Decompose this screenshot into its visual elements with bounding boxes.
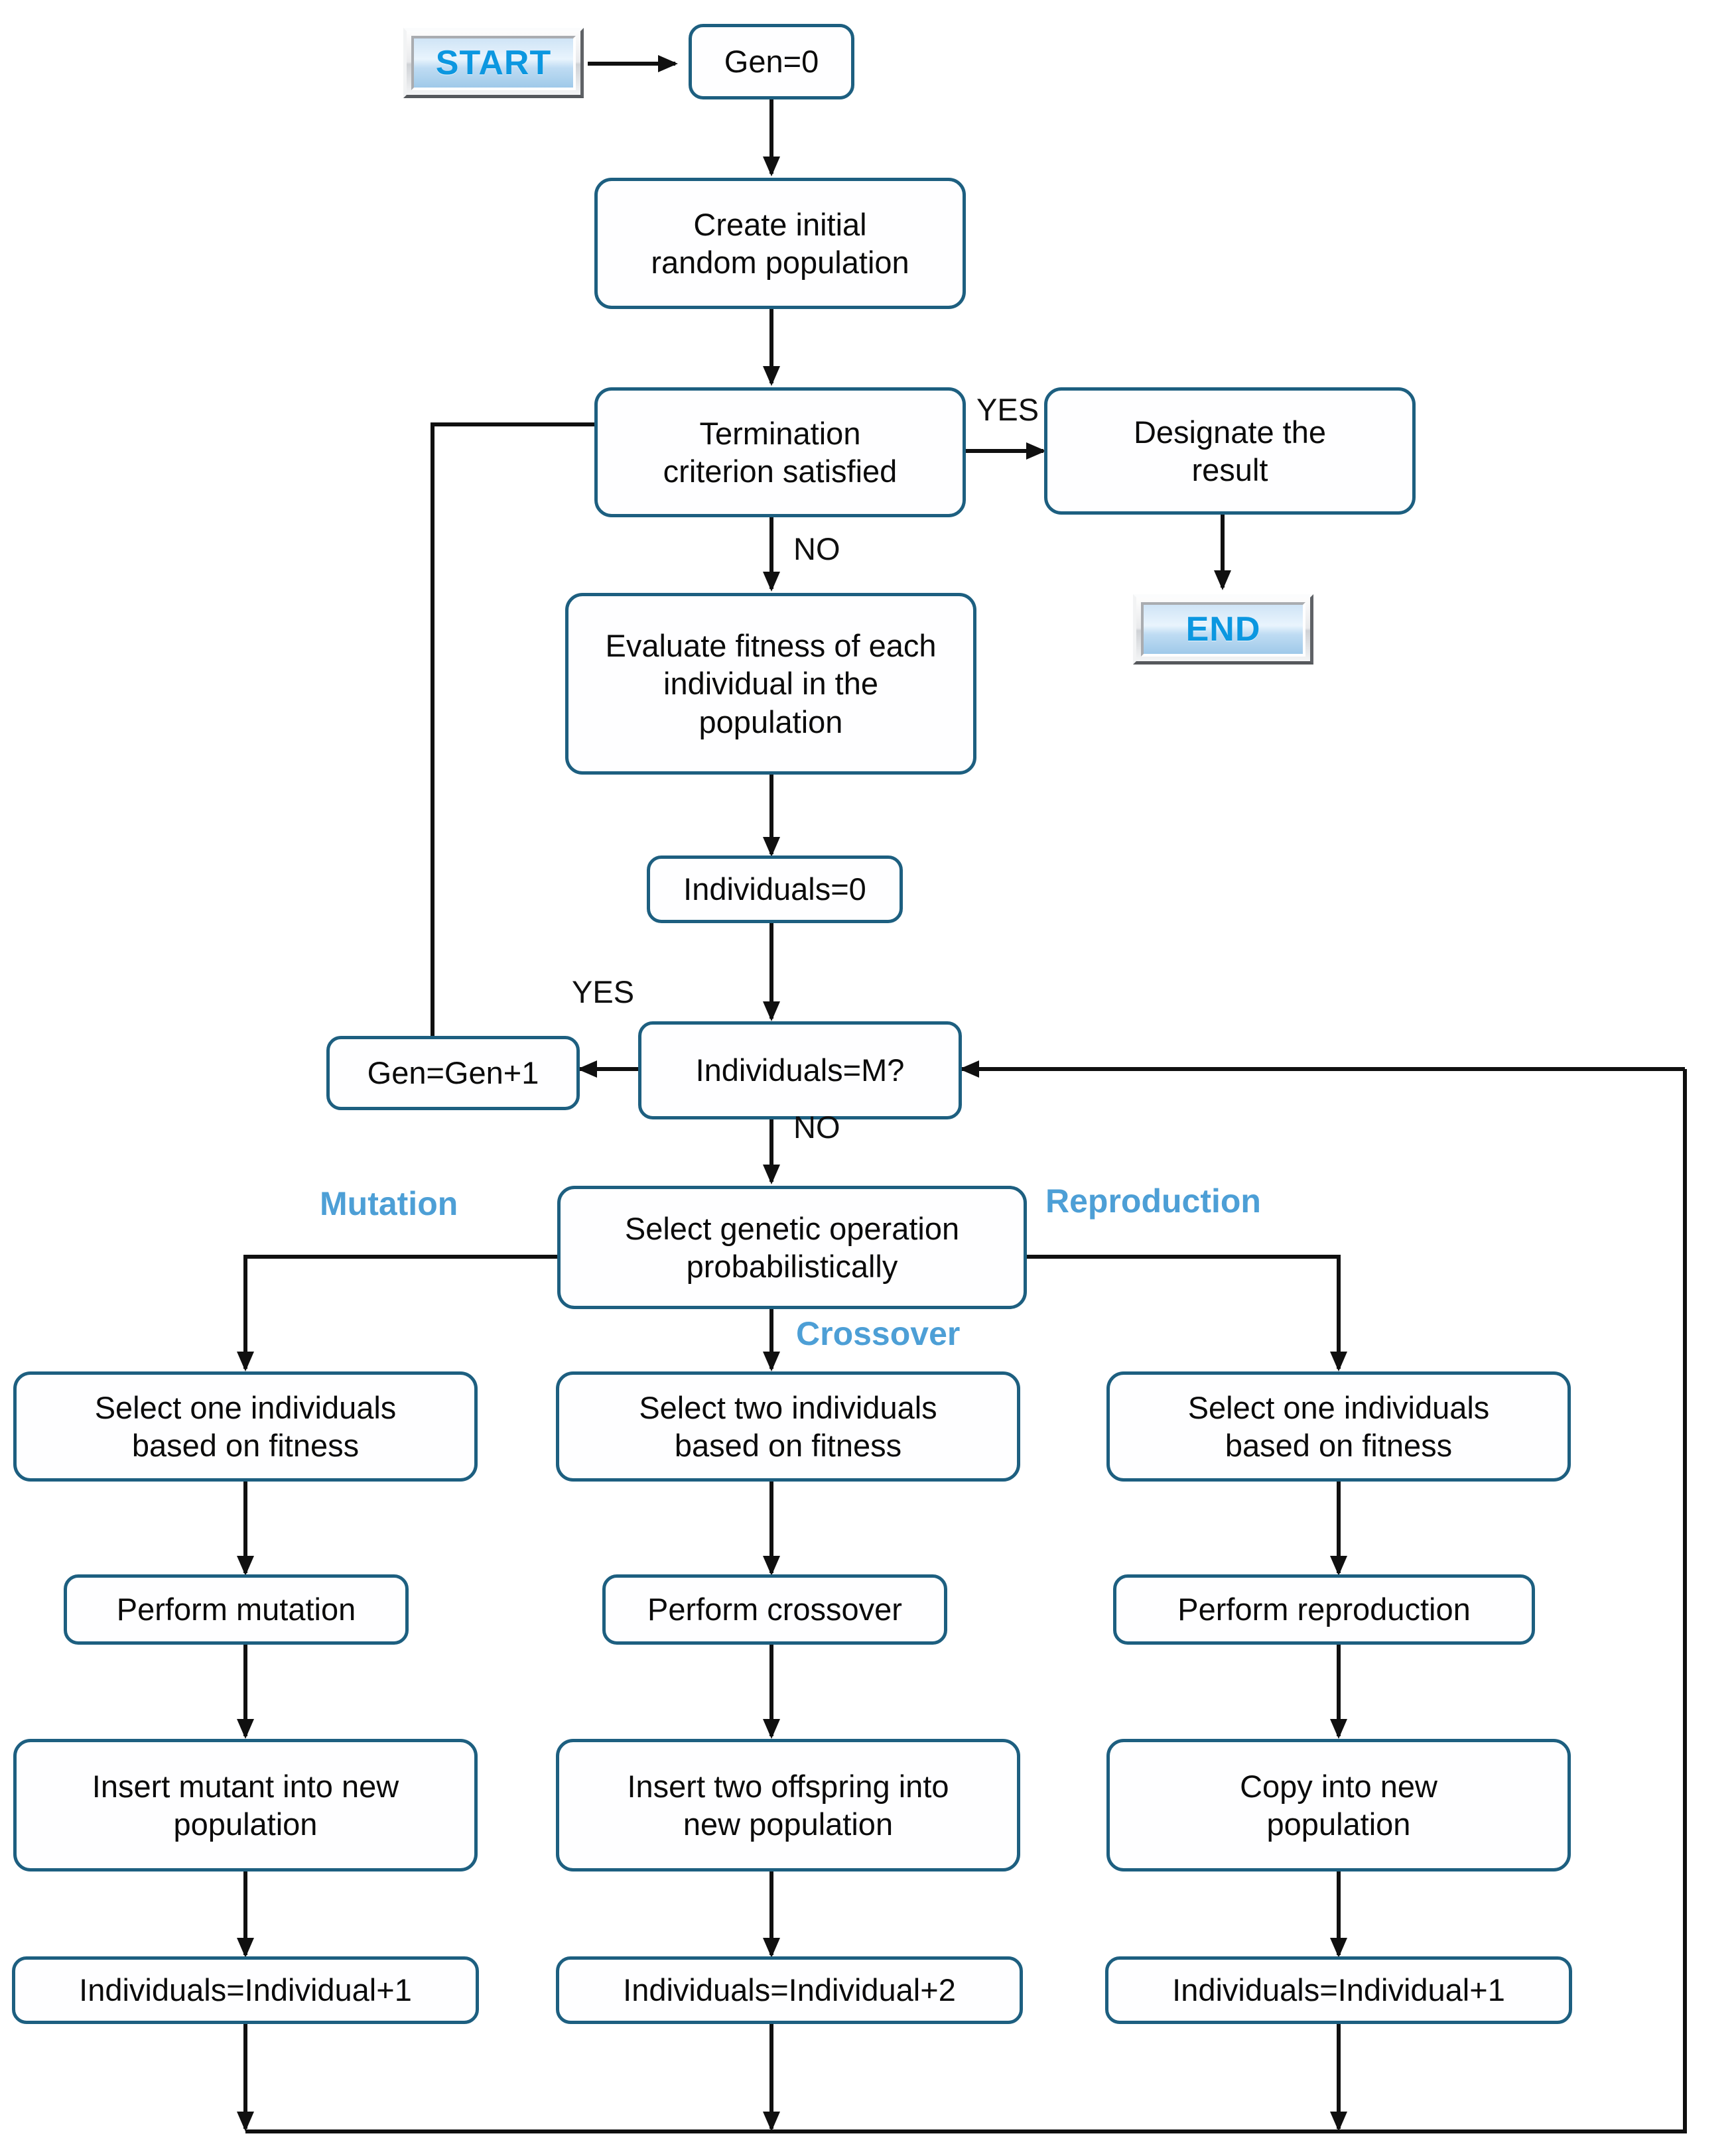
operation-label-crossover: Crossover: [796, 1315, 961, 1352]
node-gen-increment[interactable]: Gen=Gen+1: [326, 1036, 580, 1110]
end-terminator[interactable]: END: [1133, 594, 1313, 665]
end-terminator-face: END: [1141, 602, 1305, 657]
node-crossover-insert[interactable]: Insert two offspring into new population: [556, 1739, 1020, 1871]
node-mutation-count[interactable]: Individuals=Individual+1: [12, 1956, 479, 2024]
node-individuals-is-m[interactable]: Individuals=M?: [638, 1021, 962, 1119]
node-evaluate-fitness[interactable]: Evaluate fitness of each individual in t…: [565, 593, 976, 775]
node-reproduction-perform[interactable]: Perform reproduction: [1113, 1574, 1535, 1645]
node-mutation-insert[interactable]: Insert mutant into new population: [13, 1739, 478, 1871]
node-create-population[interactable]: Create initial random population: [594, 178, 966, 309]
edge-label-individuals-yes: YES: [572, 974, 635, 1009]
node-mutation-select[interactable]: Select one individuals based on fitness: [13, 1371, 478, 1482]
edge-label-termination-no: NO: [793, 531, 840, 566]
operation-label-reproduction: Reproduction: [1045, 1182, 1261, 1220]
edge-bottom-rail: [245, 1069, 1687, 2133]
node-termination[interactable]: Termination criterion satisfied: [594, 387, 966, 517]
operation-label-mutation: Mutation: [320, 1185, 458, 1222]
start-label: START: [435, 44, 552, 82]
node-select-operation[interactable]: Select genetic operation probabilistical…: [557, 1186, 1027, 1309]
node-individuals-zero[interactable]: Individuals=0: [647, 856, 903, 923]
node-reproduction-select[interactable]: Select one individuals based on fitness: [1106, 1371, 1571, 1482]
edge-selectop-reproduction: [1027, 1255, 1347, 1371]
node-designate-result[interactable]: Designate the result: [1044, 387, 1416, 515]
node-crossover-perform[interactable]: Perform crossover: [602, 1574, 947, 1645]
node-gen-zero[interactable]: Gen=0: [689, 24, 854, 99]
edge-label-termination-yes: YES: [976, 392, 1039, 427]
node-crossover-count[interactable]: Individuals=Individual+2: [556, 1956, 1023, 2024]
node-mutation-perform[interactable]: Perform mutation: [64, 1574, 409, 1645]
node-reproduction-copy[interactable]: Copy into new population: [1106, 1739, 1571, 1871]
edge-label-individuals-no: NO: [793, 1110, 840, 1145]
edge-selectop-mutation: [237, 1255, 561, 1371]
end-label: END: [1185, 610, 1261, 649]
node-crossover-select[interactable]: Select two individuals based on fitness: [556, 1371, 1020, 1482]
node-reproduction-count[interactable]: Individuals=Individual+1: [1105, 1956, 1572, 2024]
start-terminator-face: START: [411, 36, 576, 90]
start-terminator[interactable]: START: [403, 28, 584, 98]
